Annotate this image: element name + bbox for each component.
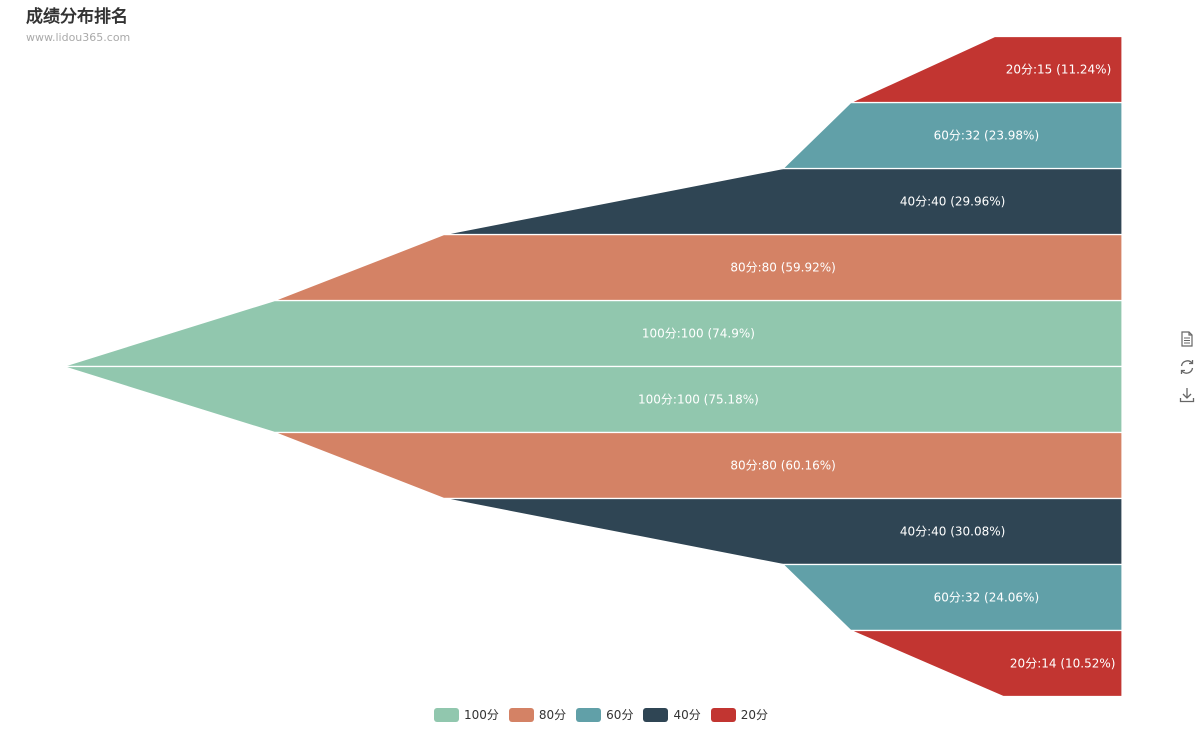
legend-swatch <box>710 707 736 722</box>
legend-swatch <box>508 707 534 722</box>
chart-title: 成绩分布排名 <box>26 7 128 27</box>
legend-label: 40分 <box>673 708 701 722</box>
data-view-icon[interactable] <box>1178 330 1196 348</box>
slice-label: 40分:40 (30.08%) <box>900 525 1006 539</box>
toolbox <box>1178 330 1196 414</box>
legend-item[interactable]: 40分 <box>643 706 701 723</box>
legend-item[interactable]: 60分 <box>576 706 633 723</box>
slice-label: 80分:80 (59.92%) <box>730 261 836 275</box>
legend-item[interactable]: 20分 <box>710 706 769 723</box>
legend-swatch <box>576 707 602 722</box>
legend-swatch <box>433 707 459 722</box>
slice-label: 20分:15 (11.24%) <box>1006 63 1112 77</box>
slice-label: 80分:80 (60.16%) <box>730 459 836 473</box>
slice-label: 100分:100 (75.18%) <box>638 393 759 407</box>
legend-label: 100分 <box>463 708 499 722</box>
legend-swatch <box>643 707 669 722</box>
legend-label: 20分 <box>740 708 769 722</box>
legend-label: 80分 <box>538 708 567 722</box>
slice-label: 20分:14 (10.52%) <box>1010 657 1116 671</box>
legend: 100分 80分 60分 40分 20分 <box>0 706 1202 723</box>
legend-item[interactable]: 80分 <box>508 706 567 723</box>
funnel-slice[interactable] <box>444 497 1123 566</box>
save-image-icon[interactable] <box>1178 386 1196 404</box>
slice-label: 60分:32 (23.98%) <box>934 129 1040 143</box>
funnel-slice[interactable] <box>850 629 1123 698</box>
funnel-slice[interactable] <box>62 365 1123 434</box>
slice-label: 60分:32 (24.06%) <box>934 591 1040 605</box>
slice-label: 40分:40 (29.96%) <box>900 195 1006 209</box>
funnel-slice[interactable] <box>444 167 1123 236</box>
legend-label: 60分 <box>606 708 634 722</box>
funnel-slice[interactable] <box>850 35 1123 104</box>
funnel-slice[interactable] <box>274 431 1123 500</box>
funnel-slice[interactable] <box>274 233 1123 302</box>
slice-label: 100分:100 (74.9%) <box>642 327 755 341</box>
legend-item[interactable]: 100分 <box>433 706 499 723</box>
funnel-slice[interactable] <box>62 299 1123 368</box>
chart-subtitle[interactable]: www.lidou365.com <box>26 31 131 44</box>
restore-icon[interactable] <box>1178 358 1196 376</box>
